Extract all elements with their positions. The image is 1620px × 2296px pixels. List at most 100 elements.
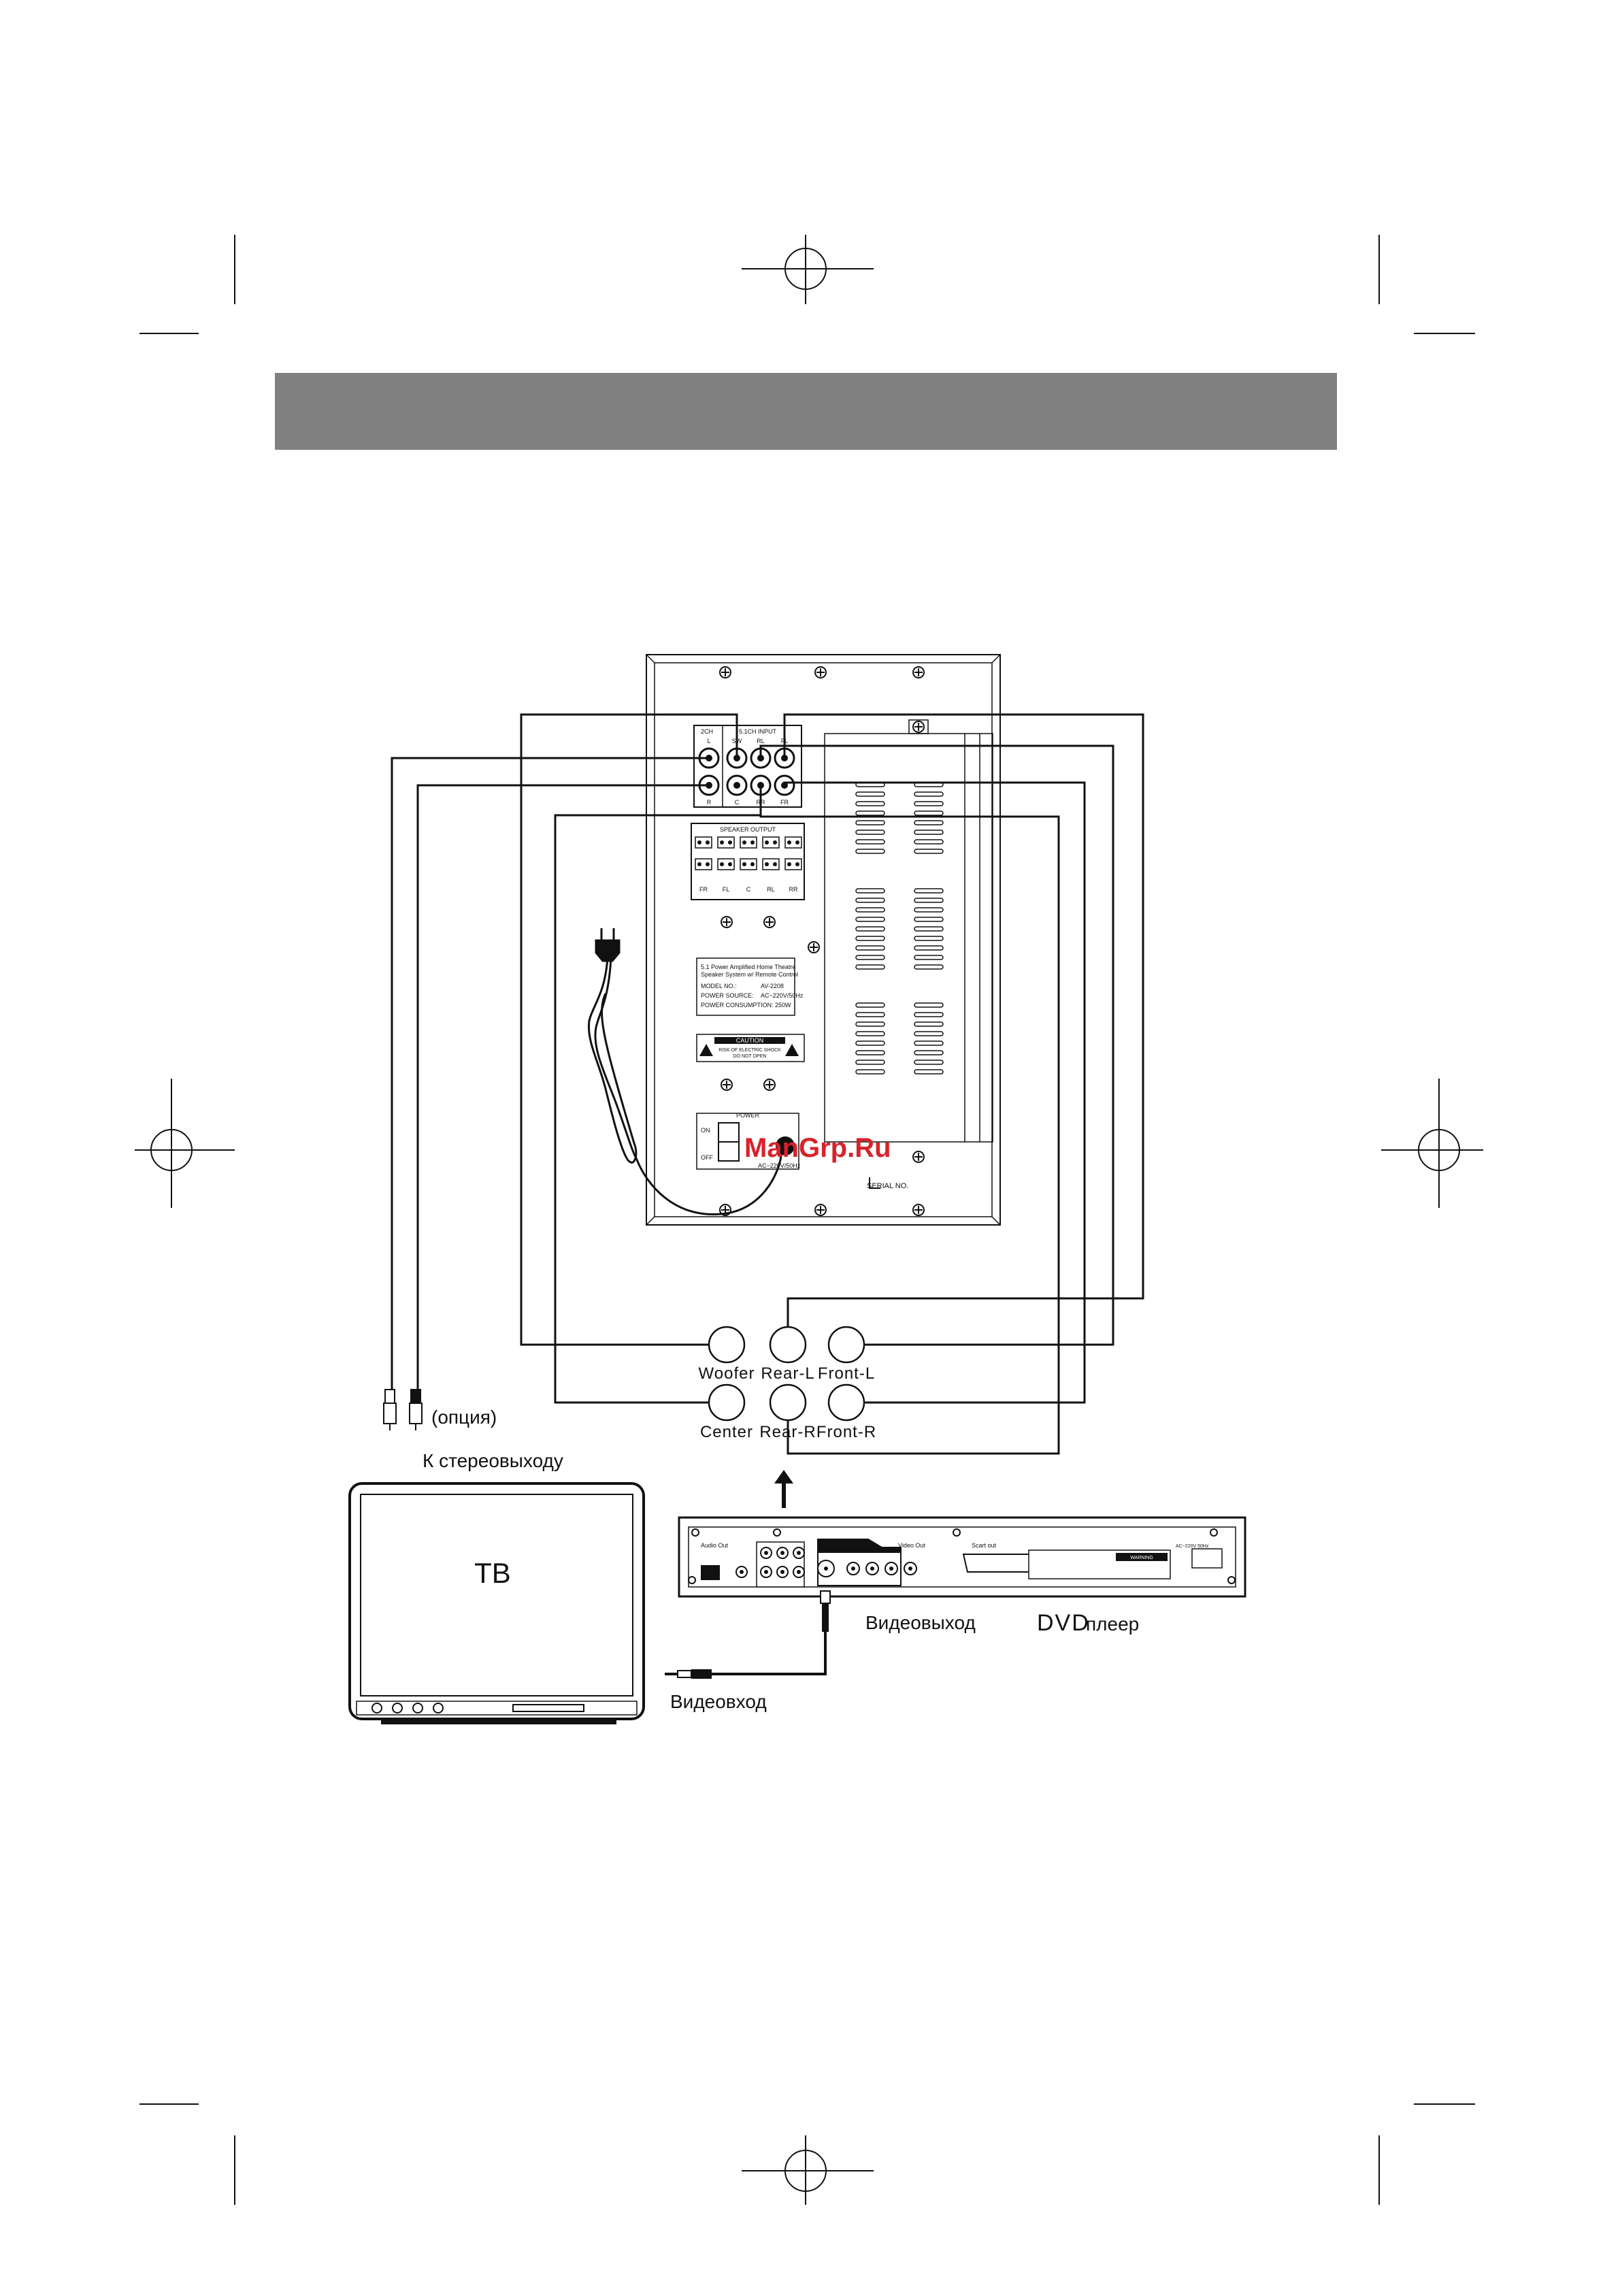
- woofer-label: Woofer: [699, 1364, 755, 1383]
- speaker-terminal-icon[interactable]: [784, 858, 802, 870]
- registration-mark-bottom: [742, 2135, 874, 2205]
- rca-jack-icon[interactable]: [793, 1566, 805, 1578]
- dvd-scart-label: Scart out: [972, 1542, 997, 1549]
- signal-wire: [416, 784, 709, 1390]
- heatsink: [824, 719, 993, 1143]
- header-bar: [275, 373, 1337, 450]
- signal-wire: [759, 744, 1114, 1346]
- scart-connector: [962, 1554, 1036, 1573]
- dvd-label: DVD: [1037, 1610, 1090, 1636]
- screw-icon: [912, 666, 925, 678]
- rear-r-jack[interactable]: [769, 1383, 807, 1422]
- screw-icon: [773, 1528, 781, 1537]
- power-off-label: OFF: [701, 1154, 713, 1161]
- tv-button[interactable]: [412, 1703, 423, 1713]
- screw-icon: [953, 1528, 961, 1537]
- speaker-output-label: RR: [789, 886, 798, 893]
- jack-panel: Woofer Rear-L Front-L Center Rear-R Fron…: [699, 1326, 876, 1441]
- power-on-label: ON: [701, 1127, 710, 1134]
- tv-button[interactable]: [392, 1703, 403, 1713]
- video-in-label: Видеовход: [670, 1691, 767, 1712]
- caution-line1: RISK OF ELECTRIC SHOCK: [718, 1048, 781, 1053]
- speaker-terminal-icon[interactable]: [717, 858, 735, 870]
- screw-icon: [721, 916, 733, 928]
- registration-mark-right: [1381, 1079, 1483, 1208]
- input-jack-label: C: [735, 799, 740, 806]
- rating-line2: Speaker System w/ Remote Control: [701, 971, 798, 978]
- speaker-output-title: SPEAKER OUTPUT: [720, 826, 776, 833]
- dvd-audio-jacks: [735, 1547, 805, 1578]
- power-title: POWER: [736, 1112, 760, 1119]
- input-jack-label: L: [707, 738, 710, 744]
- signal-wire: [520, 713, 738, 1346]
- rca-jack-icon[interactable]: [726, 774, 748, 796]
- arrow-up-icon: [774, 1470, 793, 1508]
- screw-icon: [1227, 1576, 1236, 1584]
- rca-jack-icon[interactable]: [904, 1562, 917, 1575]
- front-l-jack[interactable]: [827, 1326, 865, 1364]
- video-cable: [665, 1590, 831, 1679]
- power-cord: [587, 928, 782, 1215]
- tv-button[interactable]: [433, 1703, 444, 1713]
- input-2ch-label: 2CH: [701, 728, 713, 735]
- front-l-label: Front-L: [818, 1364, 875, 1383]
- tv-label: ТВ: [474, 1557, 511, 1589]
- speaker-terminal-icon[interactable]: [762, 858, 780, 870]
- power-cord-socket: [776, 1136, 795, 1155]
- speaker-terminal-icon[interactable]: [740, 836, 757, 849]
- input-51ch-label: 5.1CH INPUT: [739, 728, 777, 735]
- signal-wire: [759, 785, 1060, 1455]
- rca-jack-icon[interactable]: [885, 1562, 898, 1575]
- rca-jack-icon[interactable]: [776, 1566, 789, 1578]
- speaker-output-label: FL: [723, 886, 730, 893]
- speaker-terminal-icon[interactable]: [695, 836, 712, 849]
- screw-icon: [808, 941, 820, 953]
- rca-jack-icon[interactable]: [760, 1547, 772, 1559]
- rca-jack-icon[interactable]: [760, 1566, 772, 1578]
- dvd-mains-label: AC~220V 50Hz: [1176, 1544, 1209, 1549]
- registration-mark-left: [135, 1079, 235, 1208]
- heatsink-vents: [855, 782, 944, 1075]
- rating-line1: 5.1 Power Amplified Home Theatre: [701, 964, 795, 970]
- speaker-terminal-icon[interactable]: [762, 836, 780, 849]
- rca-jack-icon[interactable]: [846, 1562, 860, 1575]
- registration-mark-top: [742, 235, 874, 304]
- speaker-output-label: FR: [699, 886, 708, 893]
- signal-wire: [783, 781, 1086, 1404]
- rca-jack-icon[interactable]: [776, 1547, 789, 1559]
- signal-wire: [783, 713, 1144, 1327]
- speaker-terminal-icon[interactable]: [784, 836, 802, 849]
- rca-jack-icon[interactable]: [735, 1566, 748, 1578]
- speaker-terminal-icon[interactable]: [740, 858, 757, 870]
- speaker-output-label: C: [746, 886, 751, 893]
- screw-icon: [814, 1204, 827, 1216]
- warning-triangle-icon: [785, 1044, 799, 1056]
- tv-button[interactable]: [371, 1703, 382, 1713]
- crop-marks: [139, 235, 1475, 2205]
- tv-set: ТВ: [348, 1482, 645, 1724]
- front-r-jack[interactable]: [827, 1383, 865, 1422]
- video-out-label: Видеовыход: [865, 1612, 976, 1633]
- speaker-terminal-icon[interactable]: [717, 836, 735, 849]
- center-jack[interactable]: [708, 1383, 746, 1422]
- screw-icon: [912, 1204, 925, 1216]
- rca-plug-icon: [409, 1389, 423, 1430]
- rca-jack-icon[interactable]: [865, 1562, 879, 1575]
- player-label: плеер: [1086, 1613, 1139, 1635]
- rca-jack-icon[interactable]: [817, 1560, 835, 1577]
- rca-jack-icon[interactable]: [793, 1547, 805, 1559]
- speaker-terminal-icon[interactable]: [695, 858, 712, 870]
- woofer-jack[interactable]: [708, 1326, 746, 1364]
- rating-source-key: POWER SOURCE:: [701, 992, 754, 999]
- screw-icon: [721, 1079, 733, 1091]
- center-label: Center: [700, 1423, 753, 1441]
- rear-l-jack[interactable]: [769, 1326, 807, 1364]
- rca-plugs: [383, 1389, 423, 1430]
- option-label: (опция): [431, 1407, 497, 1428]
- to-stereo-out-label: К стереовыходу: [423, 1450, 563, 1471]
- rear-l-label: Rear-L: [761, 1364, 814, 1383]
- screw-icon: [912, 721, 925, 733]
